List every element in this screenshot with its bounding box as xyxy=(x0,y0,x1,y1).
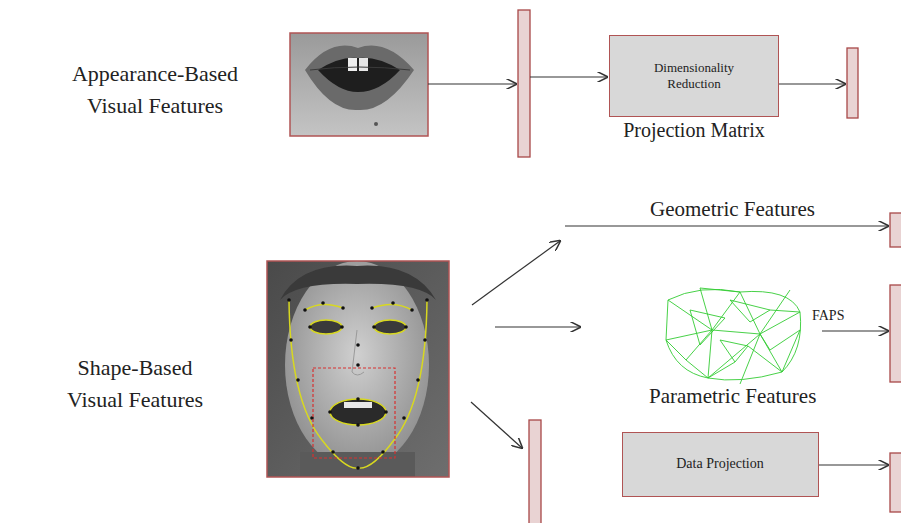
box-label: Data Projection xyxy=(676,455,763,473)
mouth-image xyxy=(290,33,428,136)
flow-arrow xyxy=(428,77,888,465)
feature-label: FAPS xyxy=(812,307,844,325)
row-heading: Appearance-Based Visual Features xyxy=(55,58,255,122)
face-image xyxy=(267,261,449,482)
process-box: Dimensionality ReductionProjection Matri… xyxy=(609,35,779,117)
face-mesh xyxy=(666,288,801,384)
box-caption: Projection Matrix xyxy=(623,118,765,142)
box-label: Dimensionality Reduction xyxy=(639,60,749,93)
feature-label: Geometric Features xyxy=(650,197,815,221)
feature-vector xyxy=(518,10,901,523)
feature-label: Parametric Features xyxy=(649,384,816,408)
process-box: Data Projection xyxy=(622,432,819,497)
row-heading: Shape-Based Visual Features xyxy=(50,352,220,416)
